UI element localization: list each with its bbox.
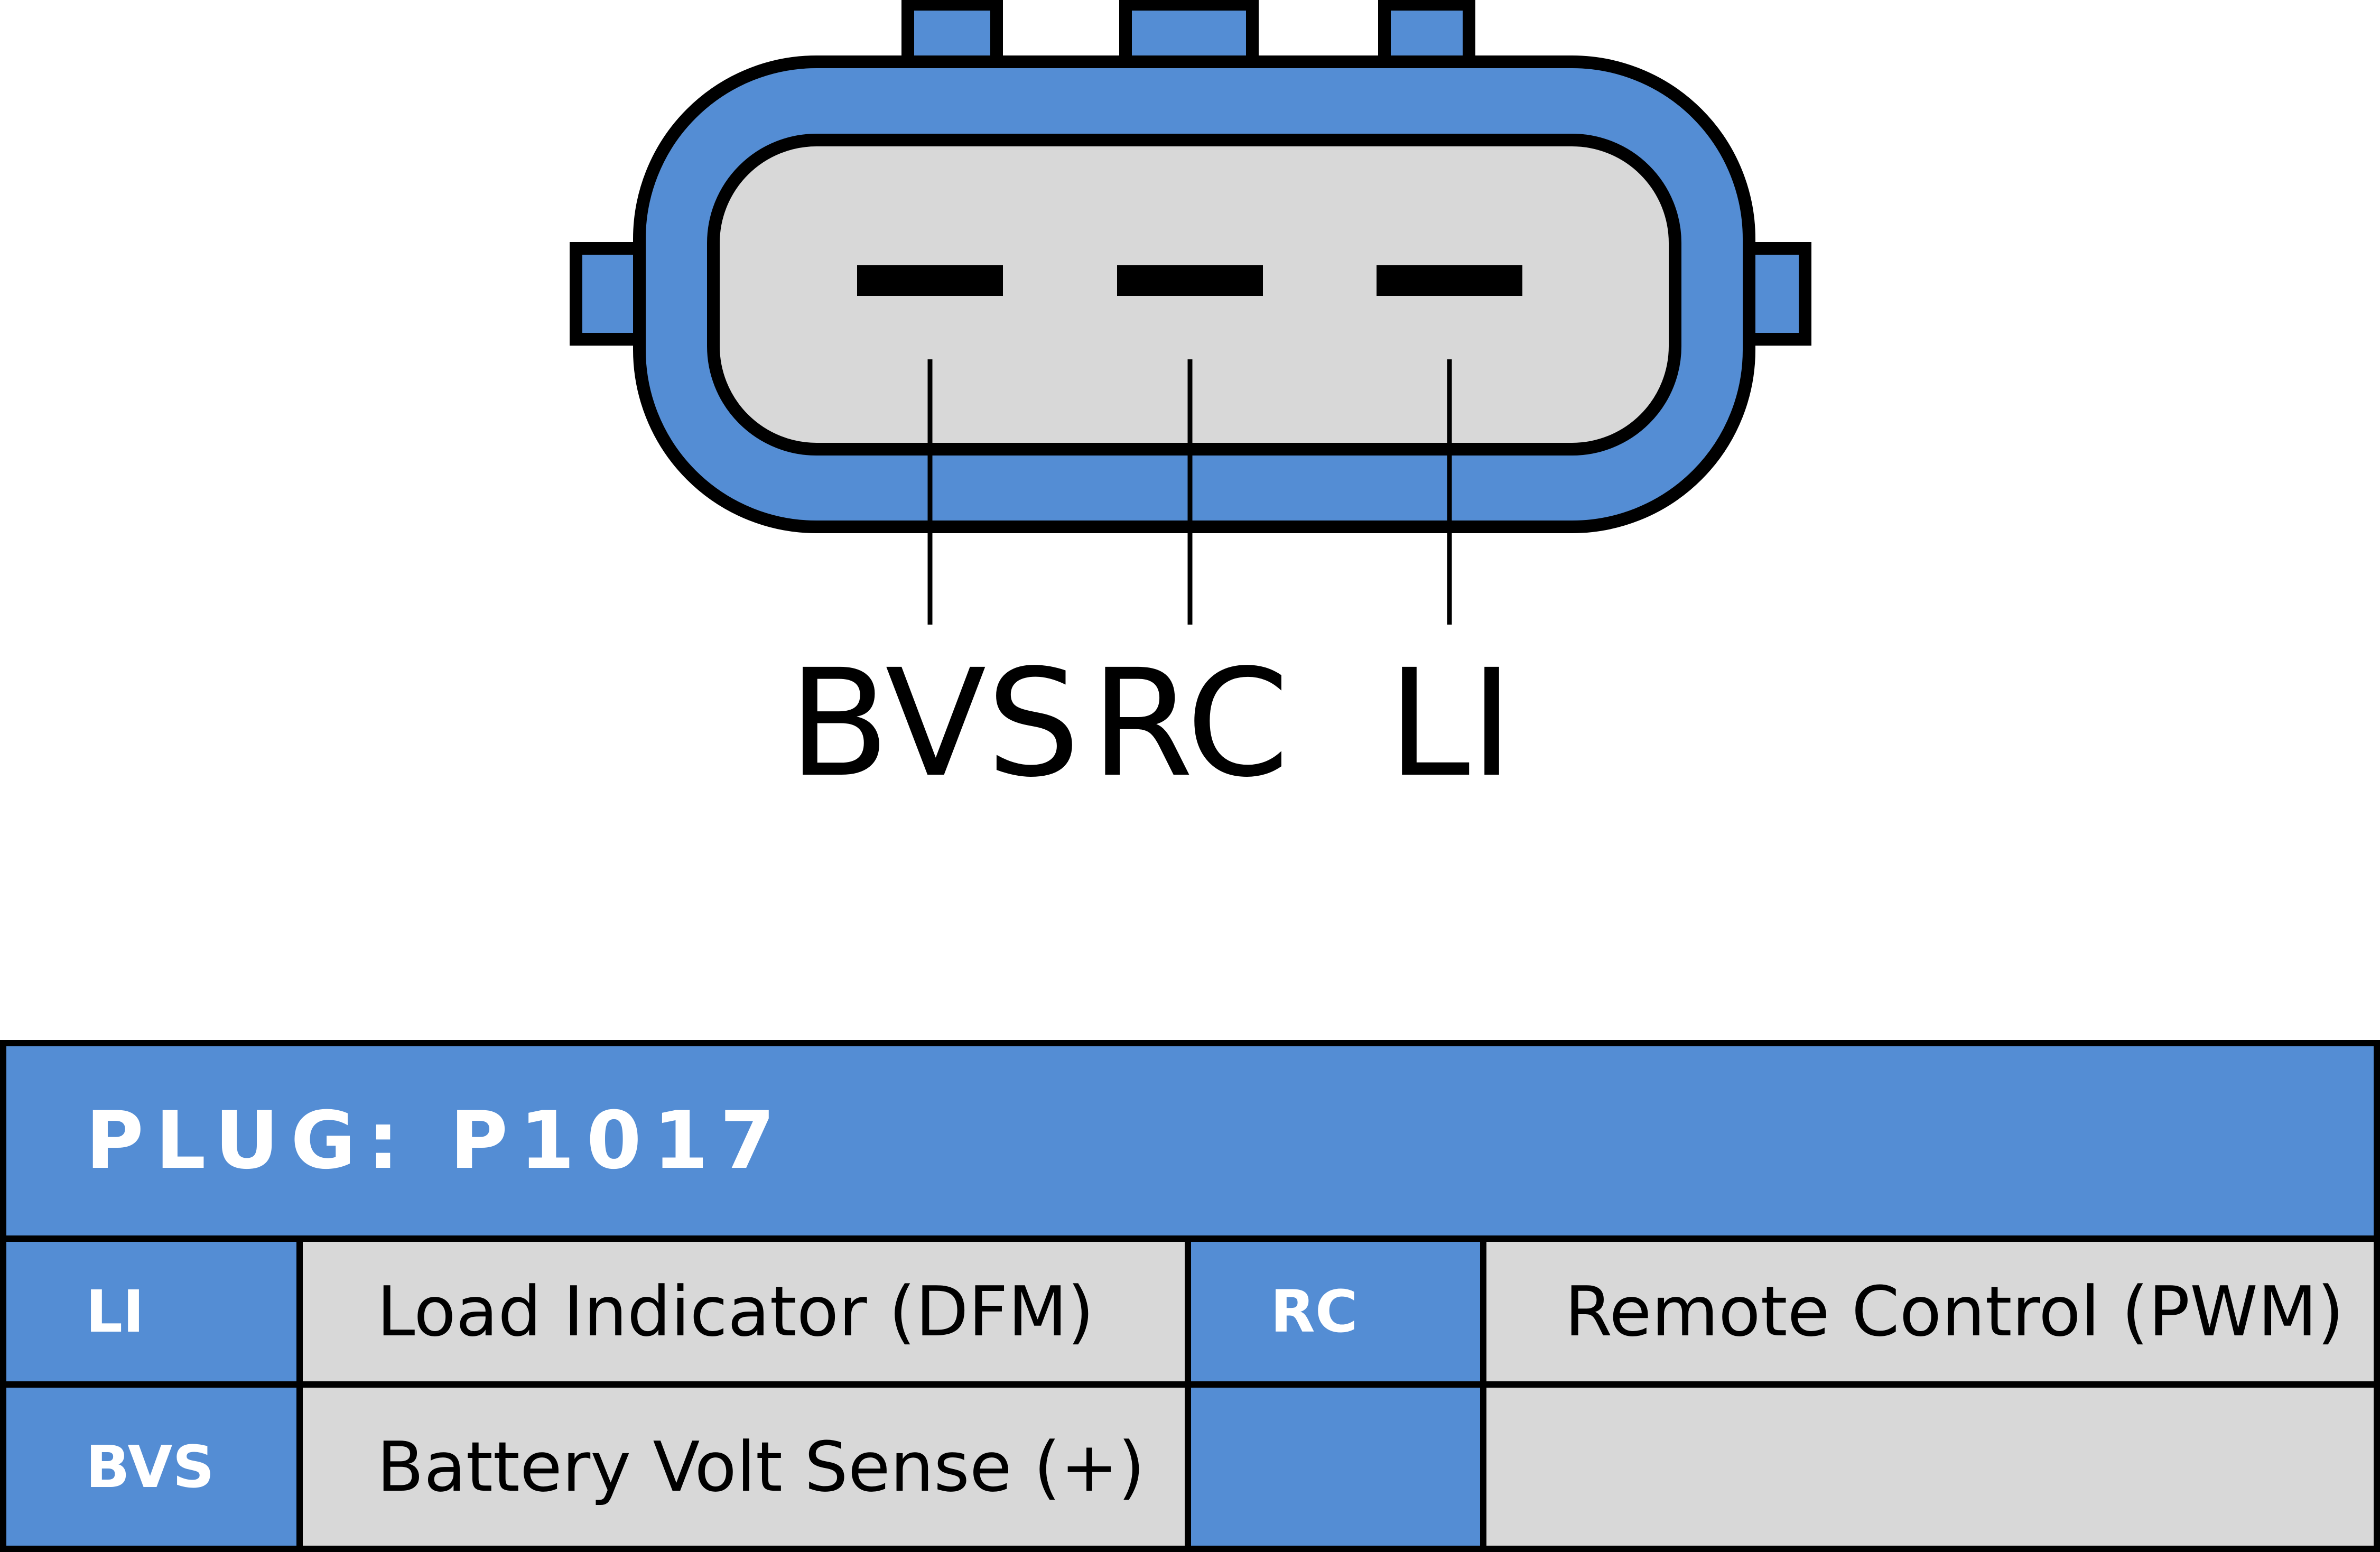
table-divider-col-1 (296, 1235, 303, 1552)
pin-label-bvs: BVS (788, 638, 1081, 810)
connector-drawing (570, 0, 1811, 625)
table-border-left (0, 1040, 6, 1552)
table-row-2-desc-2 (1486, 1388, 2374, 1546)
connector-diagram: BVS RC LI (570, 0, 1811, 810)
table-row-1-desc-1: Load Indicator (DFM) (303, 1242, 1185, 1381)
table-row-2-code-2 (1191, 1388, 1480, 1546)
table-row-1-code-2: RC (1191, 1242, 1480, 1381)
table-border-top (0, 1040, 2380, 1046)
terminal-bvs (857, 265, 1003, 296)
table-border-right (2374, 1040, 2380, 1552)
terminal-rc (1117, 265, 1263, 296)
table-row-2-desc-1: Battery Volt Sense (+) (303, 1388, 1185, 1546)
table-row-2-code-1: BVS (6, 1388, 296, 1546)
terminal-li (1377, 265, 1522, 296)
pin-label-rc: RC (1090, 638, 1290, 810)
plug-title: PLUG: P1017 (6, 1046, 2374, 1235)
pinout-table: PLUG: P1017 LI Load Indicator (DFM) RC R… (0, 1040, 2380, 1552)
table-row-1-desc-2: Remote Control (PWM) (1486, 1242, 2374, 1381)
table-divider-col-3 (1480, 1235, 1486, 1552)
table-divider-col-2 (1185, 1235, 1191, 1552)
pin-label-li: LI (1387, 638, 1514, 810)
table-row-1-code-1: LI (6, 1242, 296, 1381)
